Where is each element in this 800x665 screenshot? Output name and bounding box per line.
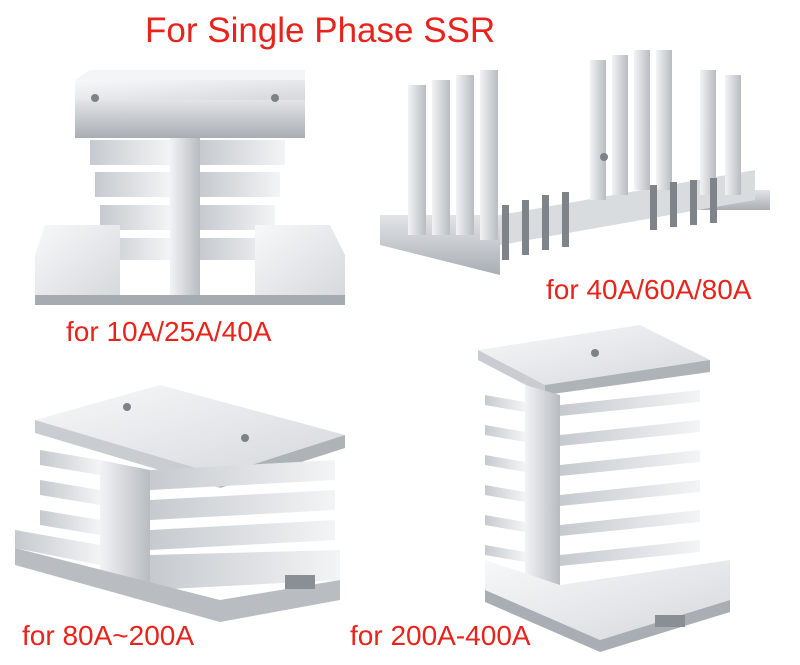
- heatsink-small: [35, 70, 345, 305]
- heatsink-wide: [380, 50, 770, 275]
- product-label-40a-60a-80a: for 40A/60A/80A: [546, 274, 752, 305]
- product-label-200a-400a: for 200A-400A: [350, 620, 531, 651]
- heatsink-medium: [15, 385, 345, 622]
- heatsink-tall: [478, 325, 730, 652]
- product-label-10a-25a-40a: for 10A/25A/40A: [66, 316, 272, 347]
- product-label-80a-200a: for 80A~200A: [22, 620, 195, 651]
- page-title: For Single Phase SSR: [145, 11, 496, 50]
